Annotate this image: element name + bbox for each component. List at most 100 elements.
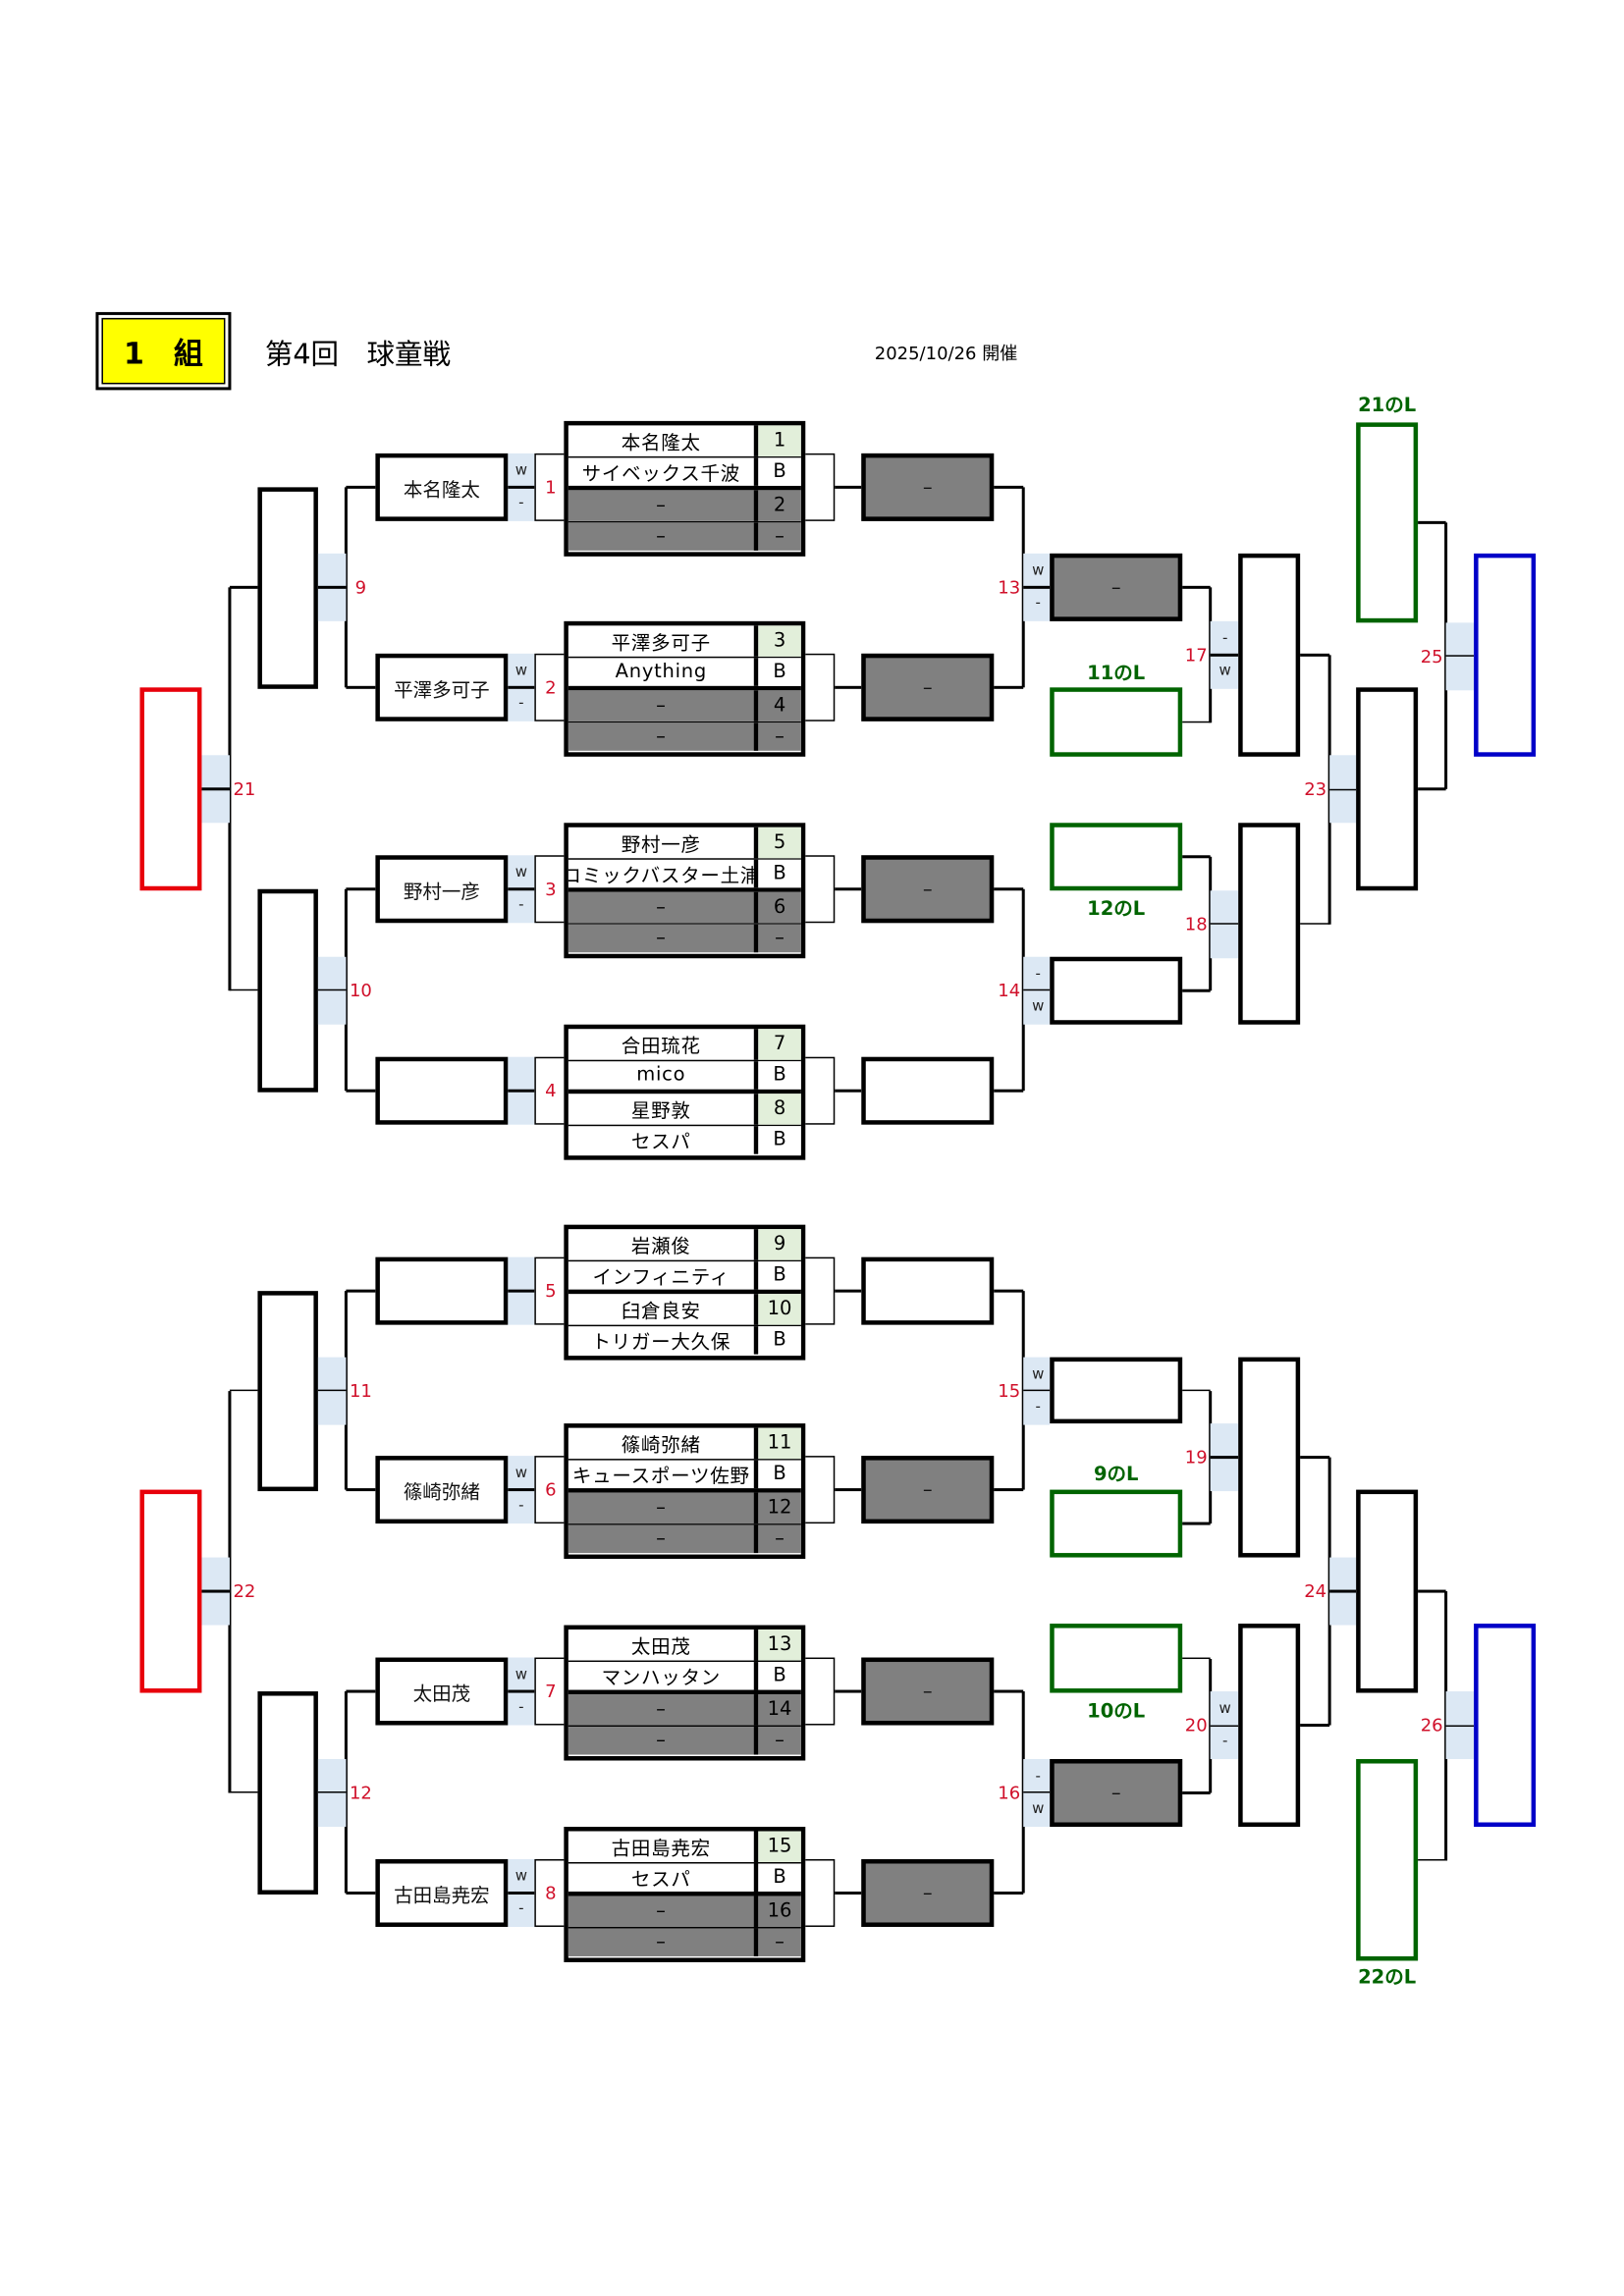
entry-seed: B <box>758 1863 801 1892</box>
result-mark: w <box>514 865 527 881</box>
losers-round2-box[interactable]: – <box>1050 553 1183 621</box>
round2-winner-box[interactable] <box>257 487 318 689</box>
bracket-line <box>1182 855 1211 858</box>
round1-winner-box[interactable]: 野村一彦 <box>375 855 509 924</box>
losers-round4-box[interactable] <box>1356 687 1419 891</box>
entry-name: – <box>568 1896 759 1928</box>
bracket-line <box>1209 1390 1212 1524</box>
round2-winner-box[interactable] <box>257 1691 318 1895</box>
losers-round1-box[interactable] <box>861 1056 995 1125</box>
losers-round3-box[interactable] <box>1238 1624 1301 1828</box>
round1-winner-box[interactable]: 太田茂 <box>375 1657 509 1726</box>
result-mark: w <box>514 462 527 480</box>
losers-round1-box[interactable]: – <box>861 1456 995 1524</box>
entry-row: –– <box>568 925 801 953</box>
loser-slot-label: 9のL <box>1093 1464 1139 1486</box>
entry-seed: 6 <box>758 891 801 924</box>
entry-name: 平澤多可子 <box>568 624 759 657</box>
entry-name: – <box>568 891 759 924</box>
round2-winner-box[interactable] <box>257 888 318 1093</box>
losers-round1-box[interactable]: – <box>861 653 995 721</box>
loser-slot-box[interactable] <box>1050 1624 1183 1693</box>
result-mark: - <box>1035 1398 1041 1415</box>
losers-round3-box[interactable] <box>1238 823 1301 1025</box>
bracket-line <box>1418 787 1446 790</box>
bracket-line <box>994 1892 1024 1895</box>
result-mark: - <box>518 1699 524 1716</box>
entry-seed: – <box>758 722 801 751</box>
winners-final-box[interactable] <box>139 687 202 891</box>
losers-round2-box[interactable] <box>1050 1357 1183 1424</box>
bracket-line <box>1445 1724 1475 1728</box>
losers-round3-box[interactable] <box>1238 553 1301 757</box>
bracket-line <box>508 686 535 689</box>
round1-winner-box[interactable] <box>375 1056 509 1125</box>
losers-round1-box[interactable]: – <box>861 855 995 924</box>
loser-slot-label: 10のL <box>1087 1700 1146 1724</box>
bracket-line <box>201 787 230 790</box>
loser-slot-box[interactable] <box>1356 1759 1419 1961</box>
entry-name: 篠崎弥緒 <box>568 1426 759 1459</box>
round1-winner-box[interactable]: 本名隆太 <box>375 453 509 521</box>
round1-winner-box[interactable]: 古田島尭宏 <box>375 1858 509 1927</box>
bracket-line <box>346 486 376 489</box>
bracket-line <box>1182 1522 1211 1525</box>
losers-round2-box[interactable] <box>1050 956 1183 1025</box>
bracket-line <box>1210 653 1239 657</box>
losers-round2-box[interactable]: – <box>1050 1759 1183 1828</box>
winners-final-box[interactable] <box>139 1489 202 1693</box>
losers-round1-box[interactable]: – <box>861 1858 995 1927</box>
entry-seed: 5 <box>758 827 801 858</box>
bracket-line <box>994 1488 1024 1491</box>
round1-winner-box[interactable]: 篠崎弥緒 <box>375 1456 509 1524</box>
entry-row: –4 <box>568 690 801 723</box>
match-number: 12 <box>349 1782 372 1803</box>
result-mark: - <box>1035 965 1041 983</box>
loser-slot-box[interactable] <box>1050 1489 1183 1558</box>
entry-name: – <box>568 1727 759 1755</box>
entry-name: – <box>568 925 759 953</box>
bracket-line <box>1182 989 1211 992</box>
losers-round1-box[interactable] <box>861 1256 995 1325</box>
bracket-line <box>1329 788 1357 791</box>
match-number: 17 <box>1184 644 1208 666</box>
entry-seed: B <box>758 1326 801 1355</box>
round1-winner-box[interactable] <box>375 1256 509 1325</box>
bracket-line <box>1182 1389 1211 1392</box>
bracket-line <box>1182 721 1211 723</box>
entry-seed: 8 <box>758 1094 801 1126</box>
entry-seed: B <box>758 1260 801 1290</box>
losers-final-box[interactable] <box>1474 553 1537 757</box>
loser-slot-label: 21のL <box>1358 395 1417 418</box>
losers-round1-box[interactable]: – <box>861 453 995 521</box>
entry-row: –– <box>568 1928 801 1956</box>
losers-round3-box[interactable] <box>1238 1357 1301 1558</box>
losers-round1-box[interactable]: – <box>861 1657 995 1726</box>
entry-name: 合田琉花 <box>568 1028 759 1060</box>
result-mark: - <box>518 695 524 713</box>
bracket-line <box>346 1090 376 1093</box>
match-number: 5 <box>545 1280 557 1302</box>
result-mark: w <box>1032 1365 1045 1383</box>
match-number: 11 <box>349 1379 372 1401</box>
entry-name: サイベックス千波 <box>568 457 759 486</box>
losers-round4-box[interactable] <box>1356 1489 1419 1693</box>
bracket-line <box>346 887 376 890</box>
bracket-line <box>1209 1658 1212 1793</box>
loser-slot-box[interactable] <box>1050 687 1183 757</box>
round2-winner-box[interactable] <box>257 1291 318 1492</box>
bracket-line <box>1182 586 1211 589</box>
round1-winner-box[interactable]: 平澤多可子 <box>375 653 509 721</box>
entry-name: 太田茂 <box>568 1629 759 1661</box>
loser-slot-box[interactable] <box>1050 823 1183 891</box>
loser-slot-box[interactable] <box>1356 422 1419 623</box>
losers-final-box[interactable] <box>1474 1624 1537 1828</box>
